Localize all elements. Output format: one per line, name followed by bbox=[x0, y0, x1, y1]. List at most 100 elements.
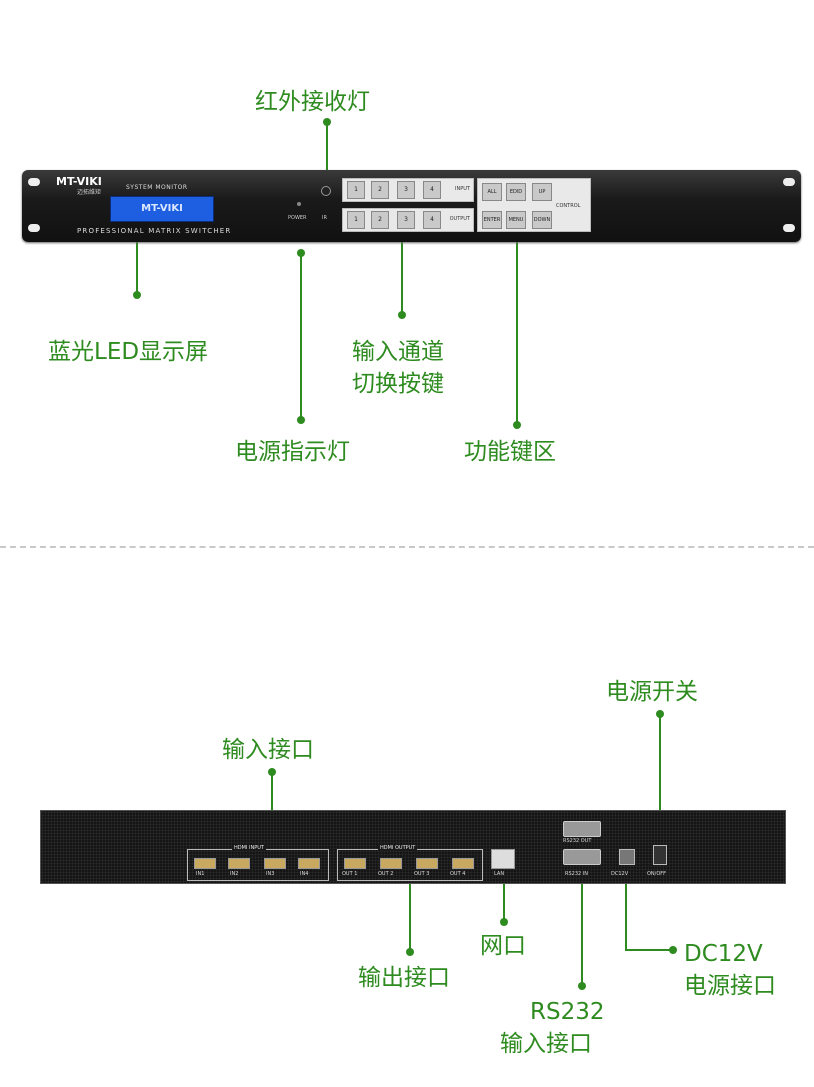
leader-switch bbox=[659, 714, 661, 832]
leader-dot-power-top bbox=[297, 249, 305, 257]
front-panel: MT-VIKI 迈拓维矩 SYSTEM MONITOR MT-VIKI PROF… bbox=[22, 170, 801, 242]
power-led bbox=[297, 202, 301, 206]
lan-port[interactable] bbox=[491, 849, 515, 869]
menu-key[interactable]: MENU bbox=[506, 211, 526, 229]
hdmi-out-port[interactable] bbox=[344, 858, 366, 869]
leader-dot-ir bbox=[323, 118, 331, 126]
section-divider bbox=[0, 546, 814, 548]
port-label: IN2 bbox=[230, 871, 239, 877]
ear-hole bbox=[783, 224, 795, 232]
control-panel: ALL EDID UP ENTER MENU DOWN CONTROL bbox=[477, 178, 591, 232]
leader-dot-input-ports bbox=[268, 768, 276, 776]
port-label: IN3 bbox=[266, 871, 275, 877]
all-key[interactable]: ALL bbox=[482, 183, 502, 201]
rs232-out-label: RS232 OUT bbox=[563, 838, 592, 844]
leader-dot-lcd bbox=[133, 291, 141, 299]
rs232-in-label: RS232 IN bbox=[565, 871, 588, 877]
label-power-led: 电源指示灯 bbox=[235, 439, 350, 465]
label-dc-line2: 电源接口 bbox=[684, 973, 776, 999]
product-line-label: PROFESSIONAL MATRIX SWITCHER bbox=[77, 227, 232, 235]
dc-jack[interactable] bbox=[619, 849, 635, 865]
leader-lan bbox=[503, 884, 505, 924]
ir-label: IR bbox=[322, 215, 327, 221]
hdmi-in-port[interactable] bbox=[228, 858, 250, 869]
leader-dc-horiz bbox=[625, 949, 673, 951]
enter-key[interactable]: ENTER bbox=[482, 211, 502, 229]
down-key[interactable]: DOWN bbox=[532, 211, 552, 229]
rear-panel: HDMI INPUT IN1 IN2 IN3 IN4 HDMI OUTPUT O… bbox=[40, 810, 786, 884]
hdmi-in-port[interactable] bbox=[194, 858, 216, 869]
up-key[interactable]: UP bbox=[532, 183, 552, 201]
label-lcd: 蓝光LED显示屏 bbox=[48, 339, 209, 365]
input-key-row: 1 2 3 4 INPUT bbox=[342, 178, 474, 202]
leader-input-ports bbox=[271, 772, 273, 836]
port-label: OUT 4 bbox=[450, 871, 466, 877]
hdmi-output-group: HDMI OUTPUT OUT 1 OUT 2 OUT 3 OUT 4 bbox=[337, 845, 483, 881]
leader-dot-output-ports bbox=[406, 948, 414, 956]
input-key-2[interactable]: 2 bbox=[371, 181, 389, 199]
edid-key[interactable]: EDID bbox=[506, 183, 526, 201]
input-row-label: INPUT bbox=[455, 186, 470, 192]
input-key-3[interactable]: 3 bbox=[397, 181, 415, 199]
leader-ir bbox=[326, 122, 328, 188]
hdmi-out-port[interactable] bbox=[452, 858, 474, 869]
label-rs232-line1: RS232 bbox=[530, 999, 605, 1025]
label-function-keys: 功能键区 bbox=[464, 439, 556, 465]
leader-output-ports bbox=[409, 884, 411, 952]
label-ir-receiver: 红外接收灯 bbox=[255, 89, 370, 115]
input-key-1[interactable]: 1 bbox=[347, 181, 365, 199]
ear-hole bbox=[783, 178, 795, 186]
leader-input bbox=[401, 235, 403, 315]
hdmi-input-title: HDMI INPUT bbox=[232, 845, 266, 851]
label-input-line1: 输入通道 bbox=[352, 339, 444, 365]
label-rs232-line2: 输入接口 bbox=[500, 1031, 592, 1057]
rs232-in-port[interactable] bbox=[563, 849, 601, 865]
label-input-line2: 切换按键 bbox=[352, 371, 444, 397]
port-label: OUT 1 bbox=[342, 871, 358, 877]
power-label: POWER bbox=[288, 215, 307, 221]
leader-dc-vert bbox=[625, 884, 627, 951]
port-label: IN4 bbox=[300, 871, 309, 877]
output-key-2[interactable]: 2 bbox=[371, 211, 389, 229]
output-key-3[interactable]: 3 bbox=[397, 211, 415, 229]
port-label: OUT 2 bbox=[378, 871, 394, 877]
output-key-1[interactable]: 1 bbox=[347, 211, 365, 229]
leader-lcd bbox=[136, 235, 138, 295]
hdmi-out-port[interactable] bbox=[416, 858, 438, 869]
leader-dot-lan bbox=[500, 918, 508, 926]
dc-label: DC12V bbox=[611, 871, 629, 877]
label-lan: 网口 bbox=[480, 933, 526, 959]
label-dc-line1: DC12V bbox=[684, 941, 763, 967]
output-row-label: OUTPUT bbox=[449, 216, 470, 222]
leader-dot-dc bbox=[669, 946, 677, 954]
ir-receiver bbox=[321, 186, 331, 196]
system-monitor-label: SYSTEM MONITOR bbox=[126, 184, 188, 191]
leader-power bbox=[300, 252, 302, 422]
hdmi-output-title: HDMI OUTPUT bbox=[378, 845, 418, 851]
leader-rs232 bbox=[581, 884, 583, 986]
onoff-label: ON/OFF bbox=[647, 871, 667, 877]
hdmi-out-port[interactable] bbox=[380, 858, 402, 869]
label-power-switch: 电源开关 bbox=[606, 679, 698, 705]
output-key-row: 1 2 3 4 OUTPUT bbox=[342, 208, 474, 232]
brand-sub: 迈拓维矩 bbox=[77, 189, 102, 196]
label-output-ports: 输出接口 bbox=[358, 965, 450, 991]
port-label: OUT 3 bbox=[414, 871, 430, 877]
power-switch[interactable] bbox=[653, 845, 667, 865]
input-key-4[interactable]: 4 bbox=[423, 181, 441, 199]
control-label: CONTROL bbox=[556, 203, 581, 209]
lcd-display: MT-VIKI bbox=[110, 196, 214, 222]
rs232-out-port[interactable] bbox=[563, 821, 601, 837]
leader-function bbox=[516, 235, 518, 425]
ear-hole bbox=[28, 224, 40, 232]
output-key-4[interactable]: 4 bbox=[423, 211, 441, 229]
hdmi-in-port[interactable] bbox=[264, 858, 286, 869]
leader-dot-function bbox=[513, 421, 521, 429]
leader-dot-power bbox=[297, 416, 305, 424]
lan-label: LAN bbox=[494, 871, 505, 877]
hdmi-in-port[interactable] bbox=[298, 858, 320, 869]
label-input-ports: 输入接口 bbox=[222, 737, 314, 763]
ear-hole bbox=[28, 178, 40, 186]
hdmi-input-group: HDMI INPUT IN1 IN2 IN3 IN4 bbox=[187, 845, 329, 881]
leader-dot-input bbox=[398, 311, 406, 319]
